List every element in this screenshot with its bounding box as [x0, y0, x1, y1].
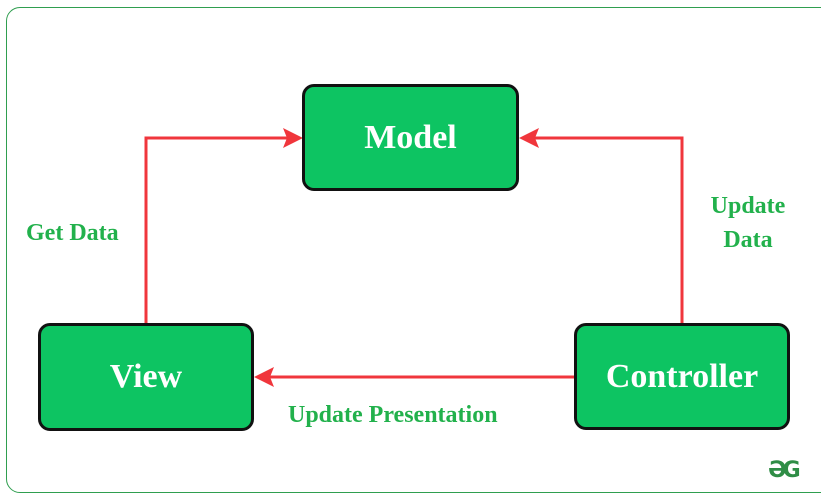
get-data-label: Get Data	[26, 220, 119, 246]
arrowhead-model-right	[519, 128, 539, 148]
arrow-controller-to-model	[531, 136, 684, 323]
update-data-label: Update Data	[698, 189, 798, 257]
controller-node: Controller	[574, 323, 790, 430]
geeksforgeeks-logo: ƏG	[768, 458, 801, 483]
model-node: Model	[302, 84, 519, 191]
model-label: Model	[364, 118, 457, 156]
arrowhead-model-left	[283, 128, 303, 148]
diagram-frame	[6, 7, 821, 493]
arrowhead-view	[254, 367, 274, 387]
controller-label: Controller	[605, 357, 759, 395]
update-presentation-label: Update Presentation	[288, 402, 498, 428]
view-label: View	[109, 358, 183, 395]
update-data-line1: Update	[710, 193, 786, 219]
view-node: View	[38, 323, 254, 431]
arrow-view-to-model	[144, 136, 292, 323]
update-data-line2: Data	[723, 227, 773, 253]
